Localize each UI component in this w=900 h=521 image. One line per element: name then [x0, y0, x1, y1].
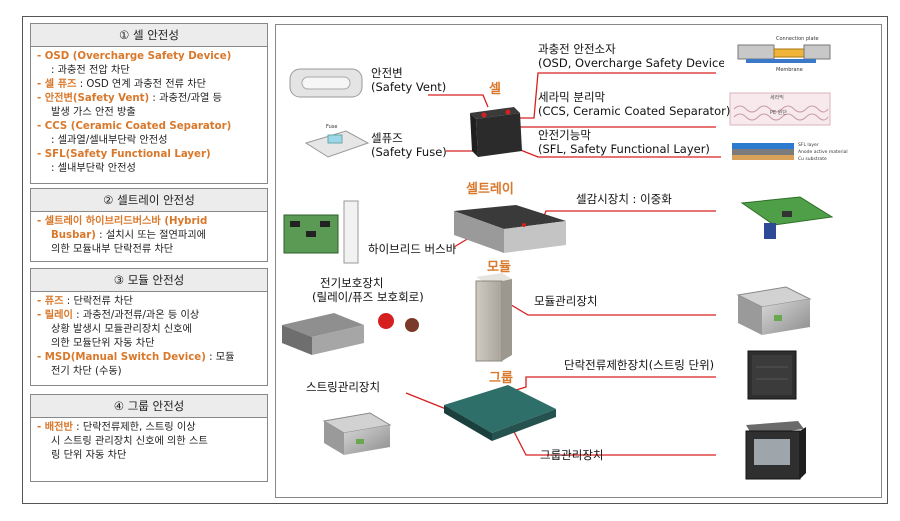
label-safety-vent-en: (Safety Vent) [371, 80, 446, 94]
label-cell-fuse-en: (Safety Fuse) [371, 145, 447, 159]
panel-body: - OSD (Overcharge Safety Device) : 과충전 전… [31, 47, 267, 178]
label-sfl-en: (SFL, Safety Functional Layer) [538, 142, 710, 156]
panel-body: - 배전반 : 단락전류제한, 스트링 이상 시 스트링 관리장치 신호에 의한… [31, 418, 267, 465]
item-line: : 과충전 전압 차단 [51, 65, 130, 76]
string-management-device-image [322, 412, 392, 455]
item-line: 시 스트링 관리장치 신호에 의한 스트 [51, 436, 208, 447]
module-stack-image [475, 273, 512, 362]
osd-thumb-text: Connection plate [776, 36, 819, 42]
label-string-management: 스트링관리장치 [306, 380, 380, 394]
item-line: - CCS (Ceramic Coated Separator) [37, 121, 232, 132]
sfl-thumbnail: SFL layer Anode active material Cu subst… [732, 142, 848, 162]
item-line: : 셀과열/셀내부단락 안전성 [51, 135, 168, 146]
item-line: - 배전반 : 단락전류제한, 스트링 이상 [37, 422, 196, 433]
group-rack-image [444, 385, 556, 441]
battery-cell-image [470, 107, 522, 157]
item-line: - 셀트레이 하이브리드버스바 (Hybrid [37, 216, 208, 227]
fuse-thumb-label: Fuse [326, 124, 337, 130]
heading-cell: 셀 [489, 82, 501, 97]
panel-group-safety: ④ 그룹 안전성 - 배전반 : 단락전류제한, 스트링 이상 시 스트링 관리… [30, 394, 268, 482]
label-cell-fuse: 셀퓨즈 [371, 131, 403, 145]
label-sfl: 안전기능막 [538, 128, 591, 142]
heading-module: 모듈 [487, 260, 511, 275]
osd-thumbnail: Connection plate Membrane [724, 33, 834, 75]
label-ccs-en: (CCS, Ceramic Coated Separator) [538, 104, 730, 118]
label-electric-protection-sub: (릴레이/퓨즈 보호회로) [312, 290, 424, 304]
cell-fuse-image: Fuse [304, 124, 370, 158]
sfl-thumb-text: SFL layer [798, 142, 819, 148]
label-osd: 과충전 안전소자 [538, 42, 616, 56]
diagram-canvas: 셀 셀트레이 모듈 그룹 안전변 (Safety Vent) Fuse 셀퓨즈 … [282, 33, 848, 480]
hybrid-busbar-image [283, 200, 359, 264]
item-line: - MSD(Manual Switch Device) : 모듈 [37, 352, 235, 363]
item-line: 발생 가스 안전 방출 [51, 107, 136, 118]
sfl-thumb-text: Cu substrate [798, 156, 827, 162]
cell-tray-image [454, 205, 566, 253]
item-line: 링 단위 자동 차단 [51, 450, 127, 461]
item-line: - SFL(Safety Functional Layer) [37, 149, 211, 160]
osd-thumb-text: Membrane [776, 67, 803, 73]
label-electric-protection: 전기보호장치 [320, 276, 383, 290]
label-ccs: 세라믹 분리막 [538, 90, 606, 104]
item-line: - 셀 퓨즈 : OSD 연계 과충전 전류 차단 [37, 79, 206, 90]
panel-title: ② 셀트레이 안전성 [31, 189, 267, 212]
ccs-thumbnail: 세라믹 PE 원단 [729, 92, 831, 126]
label-group-management: 그룹관리장치 [540, 448, 603, 462]
panel-body: - 셀트레이 하이브리드버스바 (Hybrid Busbar) : 설치시 또는… [31, 212, 267, 259]
label-safety-vent: 안전변 [371, 66, 403, 80]
ccs-thumb-text: 세라믹 [770, 94, 784, 101]
item-line: 전기 차단 (수동) [51, 366, 122, 377]
item-line: - 퓨즈 : 단락전류 차단 [37, 296, 133, 307]
label-cell-monitor: 셀감시장치 : 이중화 [576, 192, 672, 206]
panel-body: - 퓨즈 : 단락전류 차단 - 릴레이 : 과충전/과전류/과온 등 이상 상… [31, 292, 267, 381]
heading-cell-tray: 셀트레이 [466, 181, 514, 197]
item-line: - OSD (Overcharge Safety Device) [37, 51, 232, 62]
safety-vent-image [289, 68, 363, 98]
protection-board-image [282, 313, 419, 355]
item-line: 의한 모듈단위 자동 차단 [51, 338, 155, 349]
item-line: 상황 발생시 모듈관리장치 신호에 [51, 324, 192, 335]
ccs-thumb-text: PE 원단 [770, 109, 787, 116]
label-module-management: 모듈관리장치 [534, 294, 597, 308]
panel-cell-safety: ① 셀 안전성 - OSD (Overcharge Safety Device)… [30, 23, 268, 184]
figure-frame [22, 16, 888, 504]
group-management-device-image [745, 421, 806, 480]
panel-title: ① 셀 안전성 [31, 24, 267, 47]
panel-tray-safety: ② 셀트레이 안전성 - 셀트레이 하이브리드버스바 (Hybrid Busba… [30, 188, 268, 262]
monitor-board-image [740, 196, 834, 239]
label-short-current-limit: 단락전류제한장치(스트링 단위) [564, 358, 714, 372]
item-line: 의한 모듈내부 단락전류 차단 [51, 244, 174, 255]
label-hybrid-busbar: 하이브리드 버스바 [368, 242, 457, 256]
item-line: Busbar) : 설치시 또는 절연파괴에 [51, 230, 207, 241]
item-line: : 셀내부단락 안전성 [51, 163, 136, 174]
sfl-thumb-text: Anode active material [798, 149, 848, 155]
panel-title: ③ 모듈 안전성 [31, 269, 267, 292]
item-line: - 안전변(Safety Vent) : 과충전/과열 등 [37, 93, 223, 104]
panel-title: ④ 그룹 안전성 [31, 395, 267, 418]
module-management-device-image [736, 286, 812, 335]
heading-group: 그룹 [489, 370, 513, 386]
item-line: - 릴레이 : 과충전/과전류/과온 등 이상 [37, 310, 200, 321]
panel-module-safety: ③ 모듈 안전성 - 퓨즈 : 단락전류 차단 - 릴레이 : 과충전/과전류/… [30, 268, 268, 386]
label-osd-en: (OSD, Overcharge Safety Device) [538, 56, 730, 70]
cabinet-image [747, 350, 797, 400]
hierarchy-diagram: 셀 셀트레이 모듈 그룹 안전변 (Safety Vent) Fuse 셀퓨즈 … [275, 24, 882, 498]
